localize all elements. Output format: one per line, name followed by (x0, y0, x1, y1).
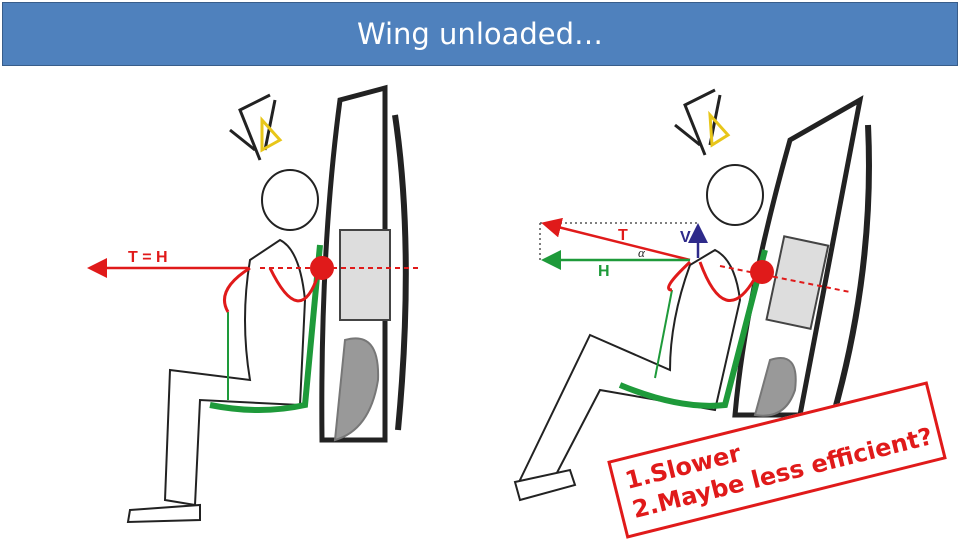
left-force-label: T = H (128, 249, 168, 266)
right-paramotor-figure (513, 88, 872, 502)
angle-label: α (638, 245, 646, 260)
vertical-label: V (680, 229, 691, 246)
right-dotted-guides (539, 222, 698, 260)
right-thrust-point (750, 260, 774, 284)
slide-title: Wing unloaded… (356, 17, 604, 51)
left-thrust-point (310, 256, 334, 280)
right-center-line (719, 265, 851, 293)
thrust-label: T (618, 227, 628, 244)
title-bar: Wing unloaded… (2, 2, 958, 66)
horizontal-label: H (598, 263, 610, 280)
right-thrust-arrow (541, 217, 691, 262)
left-paramotor-figure (126, 84, 409, 524)
